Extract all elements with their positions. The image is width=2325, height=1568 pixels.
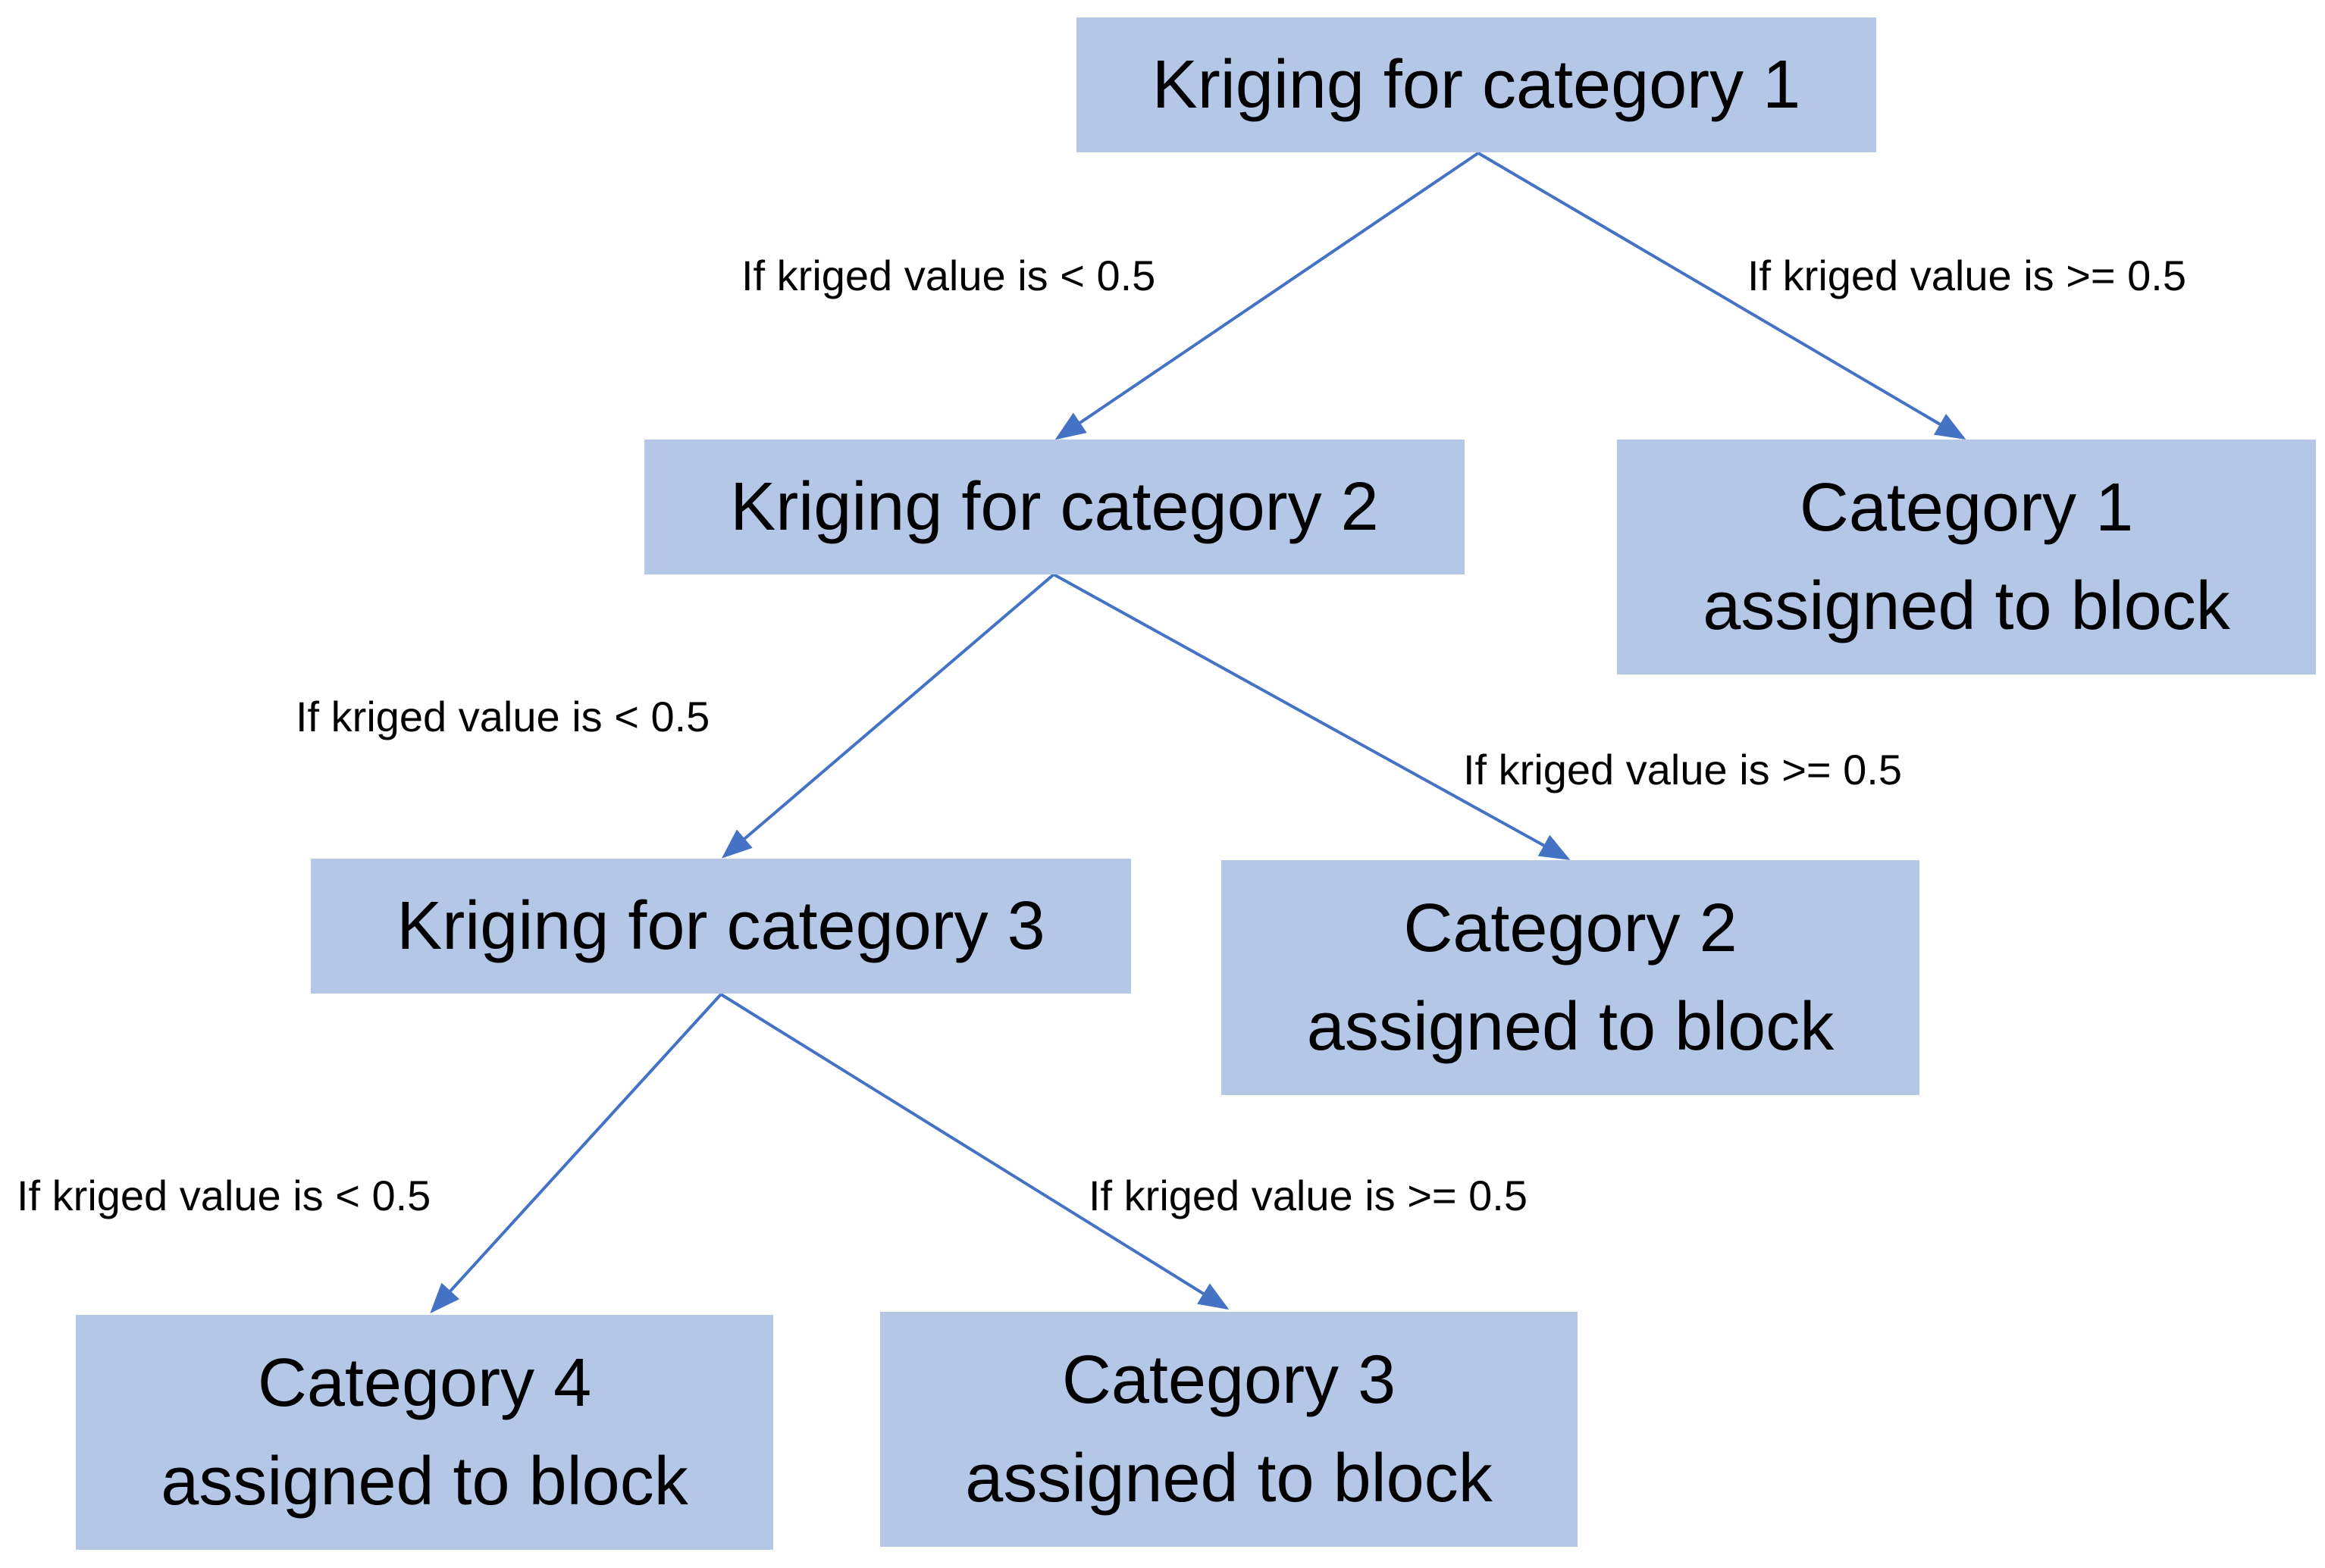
node-kriging-category-1: Kriging for category 1 — [1076, 17, 1876, 152]
node-kriging-category-2: Kriging for category 2 — [644, 440, 1465, 574]
node-category-2-assigned: Category 2 assigned to block — [1221, 860, 1919, 1095]
edge-label-krig1-gte: If kriged value is >= 0.5 — [1747, 252, 2187, 299]
node-label-line-1: Category 1 — [1799, 469, 2134, 546]
edge-krig3-to-cat4 — [430, 993, 722, 1313]
node-category-4-assigned: Category 4 assigned to block — [76, 1315, 773, 1550]
node-category-1-assigned: Category 1 assigned to block — [1617, 440, 2316, 674]
node-label-line-1: Category 4 — [257, 1344, 592, 1421]
edge-label-krig2-gte: If kriged value is >= 0.5 — [1463, 746, 1903, 793]
node-label-line-2: assigned to block — [965, 1441, 1493, 1516]
edge-label-krig1-lt: If kriged value is < 0.5 — [741, 252, 1156, 299]
edge-label-krig3-lt: If kriged value is < 0.5 — [17, 1172, 431, 1219]
node-label-line-2: assigned to block — [1703, 568, 2230, 644]
node-label-line-2: assigned to block — [161, 1444, 688, 1519]
edge-krig2-to-cat2 — [1053, 573, 1571, 860]
edge-krig1-to-krig2 — [1054, 152, 1480, 440]
edge-krig1-to-cat1 — [1477, 152, 1966, 440]
node-label-line-1: Category 3 — [1061, 1341, 1396, 1418]
edge-label-krig3-gte: If kriged value is >= 0.5 — [1089, 1172, 1528, 1219]
node-label: Kriging for category 3 — [396, 887, 1045, 964]
node-kriging-category-3: Kriging for category 3 — [311, 859, 1131, 994]
edge-label-krig2-lt: If kriged value is < 0.5 — [296, 693, 710, 740]
edge-krig2-to-krig3 — [721, 573, 1055, 859]
node-category-3-assigned: Category 3 assigned to block — [880, 1312, 1578, 1547]
node-label: Kriging for category 2 — [730, 468, 1379, 545]
node-label-line-2: assigned to block — [1306, 989, 1835, 1065]
node-label: Kriging for category 1 — [1152, 46, 1801, 123]
edge-krig3-to-cat3 — [719, 993, 1230, 1310]
node-label-line-1: Category 2 — [1403, 890, 1737, 966]
